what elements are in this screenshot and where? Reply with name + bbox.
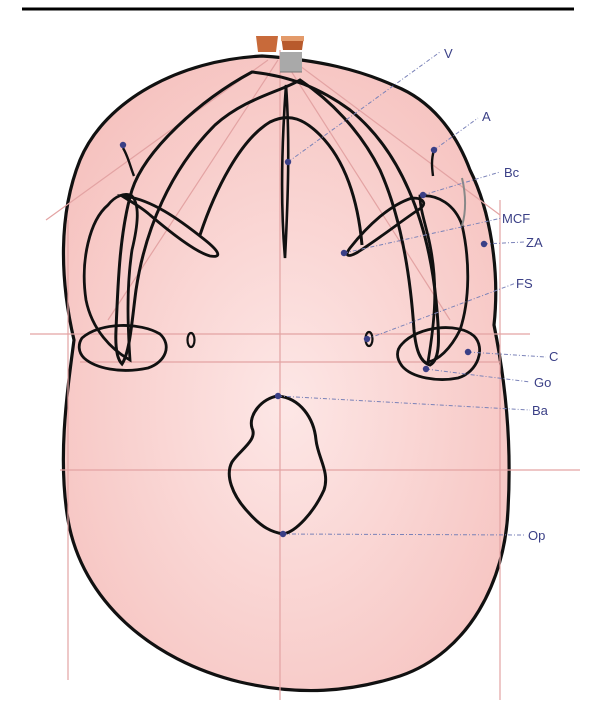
landmark-dot-fs	[364, 336, 370, 342]
label-fs: FS	[516, 276, 533, 291]
label-bc: Bc	[504, 165, 520, 180]
label-ba: Ba	[532, 403, 549, 418]
landmark-dot-op	[280, 531, 286, 537]
label-za: ZA	[526, 235, 543, 250]
landmark-dot-v	[285, 159, 291, 165]
label-mcf: MCF	[502, 211, 530, 226]
landmark-dot-ba	[275, 393, 281, 399]
landmark-dot-c	[465, 349, 471, 355]
ear-rods	[256, 36, 304, 52]
landmark-dot-a	[431, 147, 437, 153]
landmark-dot-go	[423, 366, 429, 372]
landmark-dot-a-left	[120, 142, 126, 148]
landmark-dot-mcf	[341, 250, 347, 256]
label-c: C	[549, 349, 558, 364]
label-op: Op	[528, 528, 545, 543]
label-go: Go	[534, 375, 551, 390]
label-a: A	[482, 109, 491, 124]
nasal-rod	[280, 52, 302, 72]
landmark-dot-bc	[420, 192, 426, 198]
skull-outline	[63, 56, 509, 691]
label-v: V	[444, 46, 453, 61]
landmark-dot-za	[481, 241, 487, 247]
